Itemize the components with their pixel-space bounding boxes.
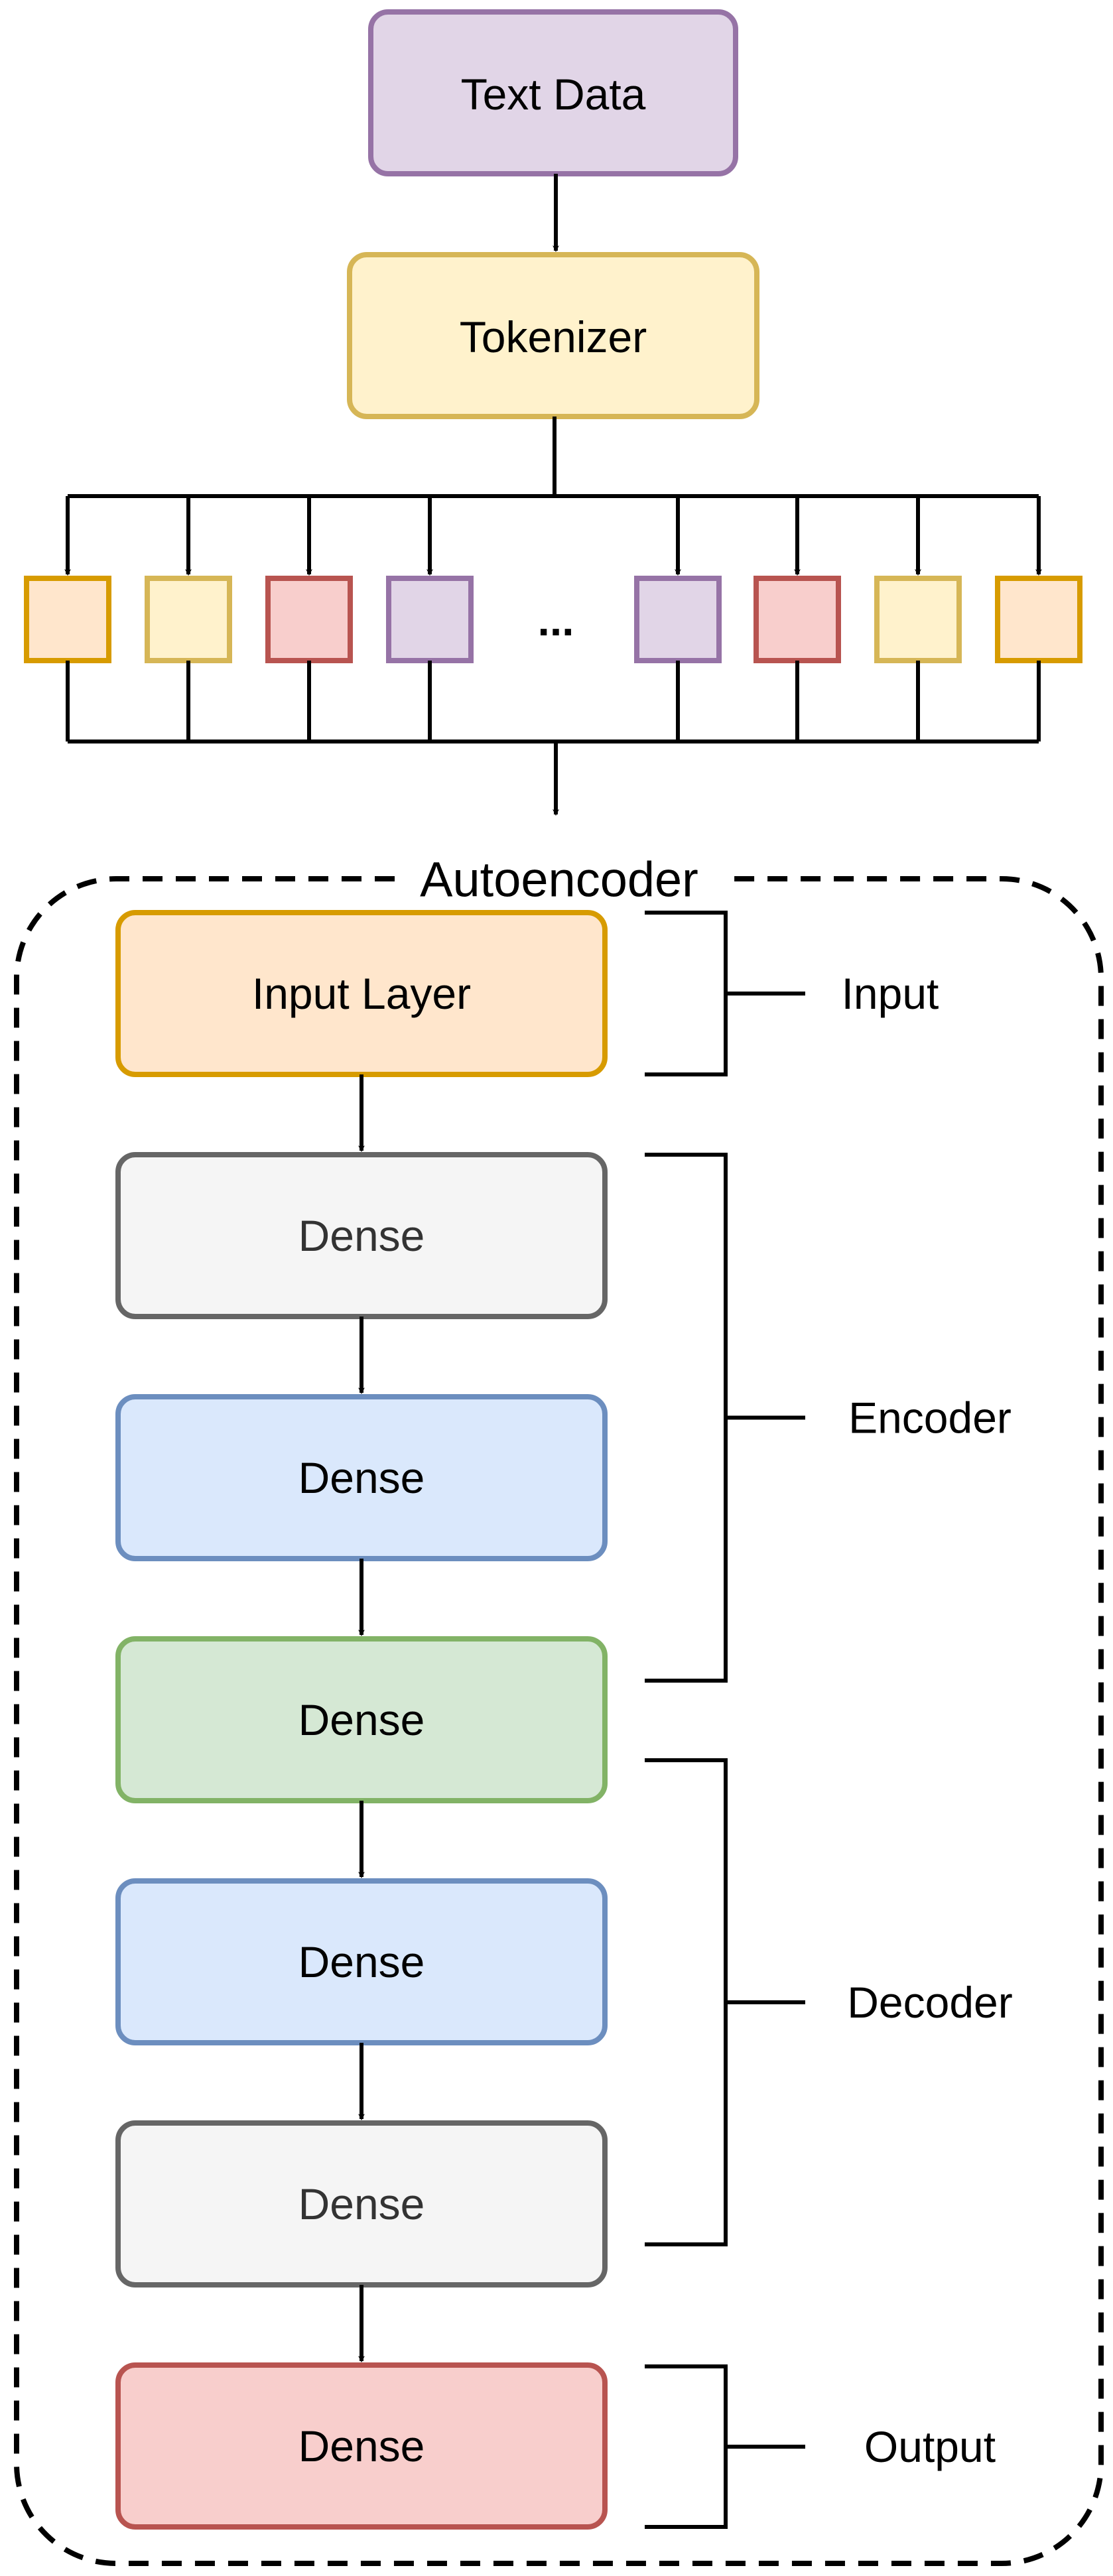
layer-node: Dense <box>115 2362 608 2530</box>
layer-label: Dense <box>298 2421 425 2471</box>
bracket-line <box>645 2364 805 2529</box>
layer-label: Input Layer <box>252 969 471 1018</box>
group-bracket: Output <box>645 2364 996 2529</box>
text-data-box <box>368 9 738 176</box>
text-data-node: Text Data <box>368 9 738 176</box>
autoencoder-container: Autoencoder <box>14 852 1104 2566</box>
layer-node: Dense <box>115 1636 608 1803</box>
text-data-label: Text Data <box>461 70 646 119</box>
layer-node: Dense <box>115 1878 608 2045</box>
token-square <box>145 576 232 663</box>
layer-label: Dense <box>298 1695 425 1744</box>
bracket-line <box>645 1153 805 1683</box>
group-label: Encoder <box>848 1393 1012 1443</box>
token-merge <box>66 661 1041 816</box>
group-bracket: Encoder <box>645 1153 1012 1683</box>
group-label: Decoder <box>847 1978 1012 2027</box>
layer-node: Dense <box>115 2120 608 2287</box>
token-ellipsis: ... <box>537 596 574 645</box>
group-label: Input <box>842 969 939 1018</box>
fanout-arrows <box>64 496 1042 576</box>
token-square <box>874 576 962 663</box>
layer-label: Dense <box>298 1937 425 1986</box>
layer-node: Dense <box>115 1394 608 1561</box>
bracket-line <box>645 1758 805 2246</box>
bracket-line <box>645 911 805 1076</box>
layer-node: Dense <box>115 1152 608 1319</box>
layer-box <box>115 2362 608 2530</box>
layer-stack: Input LayerDenseDenseDenseDenseDenseDens… <box>115 910 608 2530</box>
token-fanout <box>64 417 1042 576</box>
layer-label: Dense <box>298 1453 425 1502</box>
group-label: Output <box>864 2422 996 2471</box>
token-square <box>386 576 474 663</box>
token-square <box>753 576 841 663</box>
group-bracket: Input <box>645 911 939 1076</box>
layer-label: Dense <box>298 1211 425 1260</box>
container-border <box>14 876 1104 2566</box>
token-square <box>634 576 722 663</box>
container-title: Autoencoder <box>420 852 698 907</box>
token-square <box>995 576 1082 663</box>
tokenizer-label: Tokenizer <box>460 312 647 361</box>
layer-node: Input Layer <box>115 910 608 1077</box>
merge-stems <box>66 661 1041 741</box>
tokenizer-node: Tokenizer <box>347 252 759 419</box>
token-square <box>265 576 353 663</box>
token-square <box>24 576 111 663</box>
group-bracket: Decoder <box>645 1758 1013 2246</box>
layer-label: Dense <box>298 2179 425 2228</box>
